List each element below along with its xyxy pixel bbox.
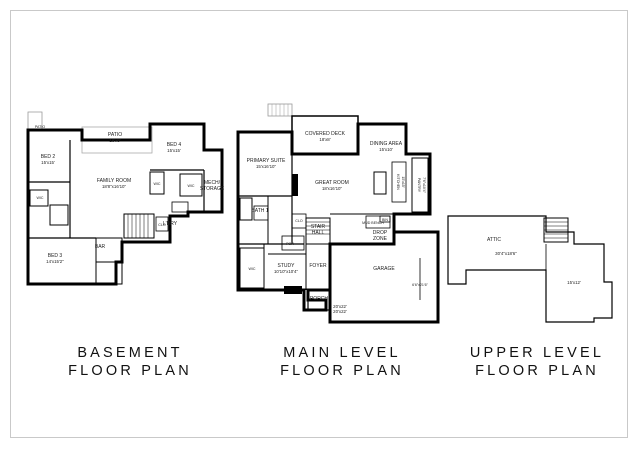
upper-label-attic-dim: 30'4"x18'6" xyxy=(495,251,517,256)
main-label-bench: MUD BENCH xyxy=(362,221,384,225)
main-label-bin: BIN xyxy=(382,218,388,222)
main-label-wic: WIC xyxy=(249,267,256,271)
main-level-caption-line2: FLOOR PLAN xyxy=(280,363,404,379)
basement-label-bar: BAR xyxy=(95,244,106,250)
main-label-bath1: BATH 1 xyxy=(251,208,268,214)
main-label-kitchen-dim: 15'x15' xyxy=(401,176,405,187)
main-label-dining: DINING AREA xyxy=(370,141,403,147)
main-label-pantry: PANTRY xyxy=(417,178,421,193)
main-label-kitchen: KITCHEN xyxy=(396,174,400,190)
upper-level-caption-line2: FLOOR PLAN xyxy=(475,363,599,379)
basement-label-clo: CLO xyxy=(158,223,166,227)
main-label-covered-deck-dim: 18'x8' xyxy=(319,137,330,142)
upper-label-attic: ATTIC xyxy=(487,237,501,243)
main-label-drop1: DROP xyxy=(373,230,388,236)
basement-label-bed3-dim: 14'x15'2" xyxy=(46,259,64,264)
main-label-stair-hall2: HALL xyxy=(312,230,325,236)
main-level-plan xyxy=(236,103,440,324)
basement-caption-line2: FLOOR PLAN xyxy=(68,363,192,379)
basement-label-mech1: MECH/ xyxy=(204,180,221,186)
basement-caption: BASEMENT FLOOR PLAN xyxy=(50,344,210,380)
basement-label-family-dim: 18'8"x16'10" xyxy=(102,184,127,189)
main-label-por: POR xyxy=(286,242,294,246)
basement-label-ldry: L'DRY xyxy=(163,221,178,227)
basement-label-family: FAMILY ROOM xyxy=(97,178,131,184)
basement-label-bed3: BED 3 xyxy=(48,253,63,259)
main-label-great: GREAT ROOM xyxy=(315,180,349,186)
main-label-garage-side-dim: 6'6"x21'6" xyxy=(412,283,428,287)
basement-caption-line1: BASEMENT xyxy=(77,345,183,361)
main-label-porch: PORCH xyxy=(310,296,328,302)
main-label-study-dim: 10'10"x10'4" xyxy=(274,269,299,274)
upper-level-caption-line1: UPPER LEVEL xyxy=(469,345,605,361)
basement-label-wic2: WIC xyxy=(154,182,161,186)
main-label-stair-hall1: STAIR xyxy=(311,224,326,230)
main-label-garage-dim1: 20'x22' xyxy=(333,304,347,309)
basement-label-bed4: BED 4 xyxy=(167,142,182,148)
main-label-covered-deck: COVERED DECK xyxy=(305,131,346,137)
basement-label-patio-top: PATIO xyxy=(35,125,45,129)
main-label-great-dim: 18'x16'10" xyxy=(322,186,343,191)
main-label-garage-dim2: 20'x22' xyxy=(333,309,347,314)
main-label-study: STUDY xyxy=(278,263,296,269)
upper-label-side-dim: 15'x12' xyxy=(567,280,581,285)
main-label-primary-dim: 15'x16'10" xyxy=(256,164,277,169)
basement-label-patio: PATIO xyxy=(108,132,122,138)
main-label-pantry-dim: 7'6"x10'4" xyxy=(422,177,426,193)
main-label-primary: PRIMARY SUITE xyxy=(247,158,286,164)
floor-plan-sheet xyxy=(10,10,628,438)
basement-label-bed2-dim: 15'x15' xyxy=(41,160,55,165)
main-label-dining-dim: 15'x10' xyxy=(379,147,393,152)
basement-label-mech2: STORAGE xyxy=(200,186,225,192)
basement-label-patio-dim: 18'x8' xyxy=(109,138,120,143)
upper-level-caption: UPPER LEVEL FLOOR PLAN xyxy=(452,344,622,380)
main-label-garage: GARAGE xyxy=(373,266,395,272)
main-level-caption: MAIN LEVEL FLOOR PLAN xyxy=(262,344,422,380)
main-label-foyer: FOYER xyxy=(309,263,327,269)
main-label-clo: CLO xyxy=(295,219,303,223)
basement-plan xyxy=(26,111,224,286)
main-level-caption-line1: MAIN LEVEL xyxy=(283,345,401,361)
basement-label-bed2: BED 2 xyxy=(41,154,56,160)
basement-label-wic3: WIC xyxy=(188,184,195,188)
basement-label-wic1: WIC xyxy=(37,196,44,200)
basement-label-bed4-dim: 15'x15' xyxy=(167,148,181,153)
main-label-drop2: ZONE xyxy=(373,236,388,242)
upper-level-plan xyxy=(447,215,613,323)
